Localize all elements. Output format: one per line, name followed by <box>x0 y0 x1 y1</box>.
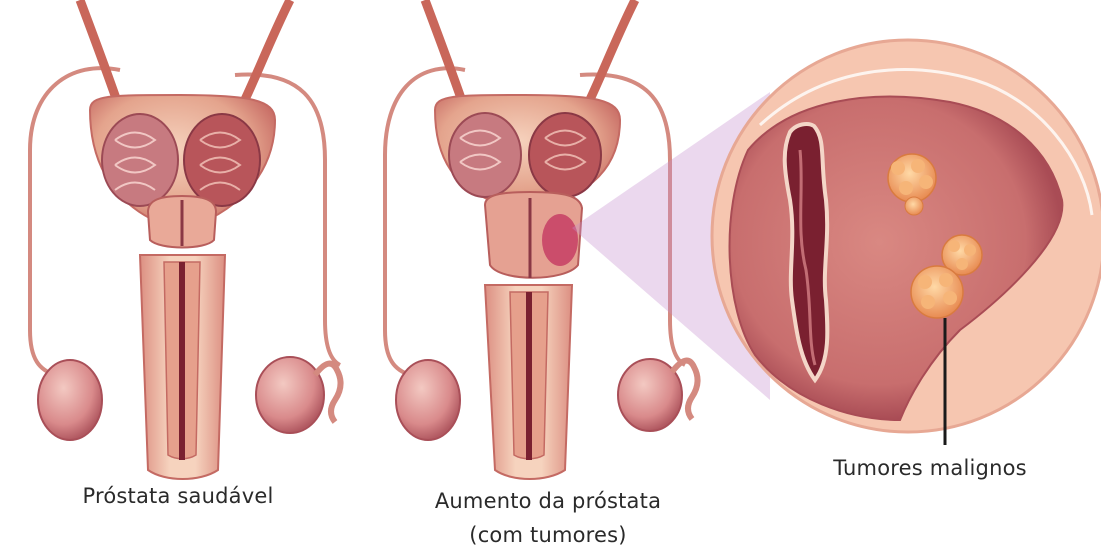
ureter-right <box>240 0 290 110</box>
caption-enlarged-line2: (com tumores) <box>388 518 708 552</box>
caption-enlarged-prostate: Aumento da próstata (com tumores) <box>388 484 708 552</box>
tumor-3 <box>911 266 963 318</box>
seminal-vesicle-left <box>102 114 178 206</box>
ureter-left <box>80 0 120 110</box>
ureter-right <box>585 0 635 110</box>
testis-right <box>256 357 324 433</box>
tumor-spot <box>542 214 578 266</box>
caption-healthy-prostate: Próstata saudável <box>48 484 308 508</box>
testis-left <box>396 360 460 440</box>
caption-enlarged-line1: Aumento da próstata <box>388 484 708 518</box>
zoom-detail <box>712 40 1101 445</box>
healthy-anatomy <box>30 0 341 479</box>
testis-left <box>38 360 102 440</box>
caption-malignant-tumors: Tumores malignos <box>800 456 1060 480</box>
seminal-vesicle-right <box>184 114 260 206</box>
ureter-left <box>425 0 465 110</box>
